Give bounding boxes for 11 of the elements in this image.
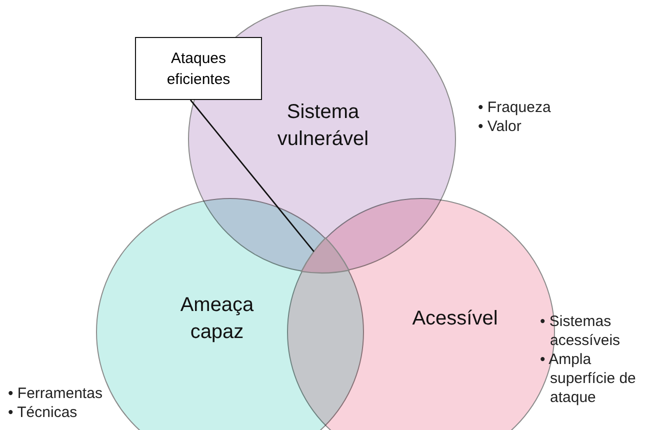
bullet-item: • Técnicas <box>8 403 78 422</box>
bullet-item: • Sistemas acessíveis <box>540 312 622 350</box>
bullet-item: • Fraqueza <box>478 98 552 117</box>
bullet-item: • Valor <box>478 117 522 136</box>
bullet-item: • Ferramentas <box>8 384 104 403</box>
circle-label: Sistema vulnerável <box>276 100 370 152</box>
bullet-item: • Ampla superfície de ataque <box>540 350 637 407</box>
circle-label: Acessível <box>411 306 499 332</box>
callout-box: Ataques eficientes <box>135 37 262 100</box>
circle-label: Ameaça capaz <box>179 293 255 345</box>
overlap-region <box>300 237 350 274</box>
